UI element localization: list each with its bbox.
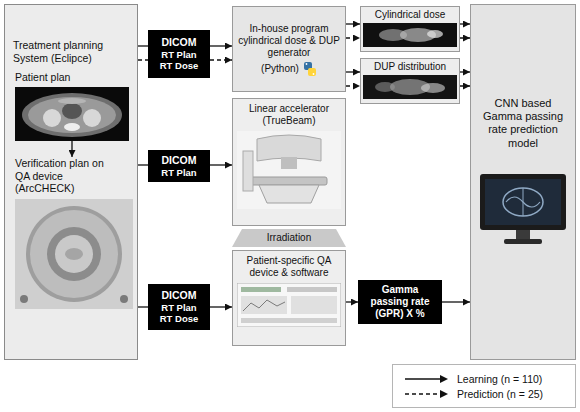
monitor-icon xyxy=(478,172,568,248)
irradiation-band: Irradiation xyxy=(232,229,346,247)
flow-arrow xyxy=(460,71,470,72)
node-text: CNN based Gamma passing rate prediction … xyxy=(475,97,571,150)
dicom-box: DICOMRT Plan xyxy=(148,150,210,182)
legend-line-sample xyxy=(403,374,449,384)
image-box: Cylindrical dose xyxy=(360,6,460,52)
node-text: (Python) xyxy=(261,63,299,75)
node-text: DICOM xyxy=(162,289,197,302)
python-logo xyxy=(303,62,317,76)
node-text: DUP distribution xyxy=(374,61,446,73)
node-text: Treatment planning System (Eclipce) xyxy=(13,39,125,64)
flow-arrow xyxy=(346,85,360,86)
node-text: Cylindrical dose xyxy=(375,9,446,21)
node-text: Verification plan on QA device (ArcCHECK… xyxy=(15,157,107,195)
linac-box: Linear accelerator (TrueBeam) xyxy=(232,98,346,226)
result-box: Gamma passing rate (GPR) X % xyxy=(358,280,442,324)
flow-arrow xyxy=(460,85,470,86)
flow-arrow xyxy=(346,37,360,38)
legend-line-sample xyxy=(403,389,449,399)
text-row: (Python) xyxy=(261,62,317,76)
node-text: RT Plan RT Dose xyxy=(157,49,201,72)
legend-row: Prediction (n = 25) xyxy=(403,388,575,400)
flow-arrow xyxy=(346,23,360,24)
node-text: Irradiation xyxy=(267,232,311,244)
flow-arrow xyxy=(442,301,470,302)
node-text: Linear accelerator (TrueBeam) xyxy=(237,103,341,127)
node-text: Patient plan xyxy=(15,71,70,84)
flow-arrow xyxy=(210,59,232,60)
node-text: In-house program cylindrical dose & DUP … xyxy=(237,23,341,59)
ct-image xyxy=(15,87,129,141)
node-text: Gamma passing rate (GPR) X % xyxy=(367,284,433,320)
flow-arrow xyxy=(138,306,148,307)
flow-arrow xyxy=(138,164,148,165)
model-box: CNN based Gamma passing rate prediction … xyxy=(470,4,576,360)
dose-strip xyxy=(363,23,457,47)
flow-arrow xyxy=(71,141,72,157)
node-text: DICOM xyxy=(162,36,197,49)
flow-arrow xyxy=(138,59,148,60)
arccheck-image xyxy=(15,199,133,309)
flow-arrow xyxy=(460,23,470,24)
legend-text: Prediction (n = 25) xyxy=(457,388,543,400)
flow-arrow xyxy=(346,301,358,302)
dicom-box: DICOMRT Plan RT Dose xyxy=(148,30,210,78)
program-box: In-house program cylindrical dose & DUP … xyxy=(232,6,346,92)
flow-arrow xyxy=(210,306,232,307)
legend-box: Learning (n = 110) Prediction (n = 25) xyxy=(392,364,576,408)
flow-arrow xyxy=(210,45,232,46)
legend-row: Learning (n = 110) xyxy=(403,373,575,385)
source-panel: Treatment planning System (Eclipce) Patie… xyxy=(4,4,138,360)
legend-text: Learning (n = 110) xyxy=(457,373,542,385)
node-text: Patient-specific QA device & software xyxy=(237,255,341,279)
node-text: RT Plan RT Dose xyxy=(157,302,201,325)
flow-arrow xyxy=(460,37,470,38)
flow-arrow xyxy=(210,164,232,165)
image-box: DUP distribution xyxy=(360,58,460,104)
flow-arrow xyxy=(138,45,148,46)
qa-software-screen xyxy=(237,283,341,327)
patient-plan: Patient plan xyxy=(15,71,129,141)
verification-plan: Verification plan on QA device (ArcCHECK… xyxy=(11,157,133,309)
node-text: DICOM xyxy=(162,154,197,167)
node-text: RT Plan xyxy=(161,167,196,178)
linac-image xyxy=(237,131,341,209)
qa-box: Patient-specific QA device & software xyxy=(232,250,346,346)
dicom-box: DICOMRT Plan RT Dose xyxy=(148,284,210,330)
flow-arrow xyxy=(346,71,360,72)
dup-strip xyxy=(363,75,457,99)
